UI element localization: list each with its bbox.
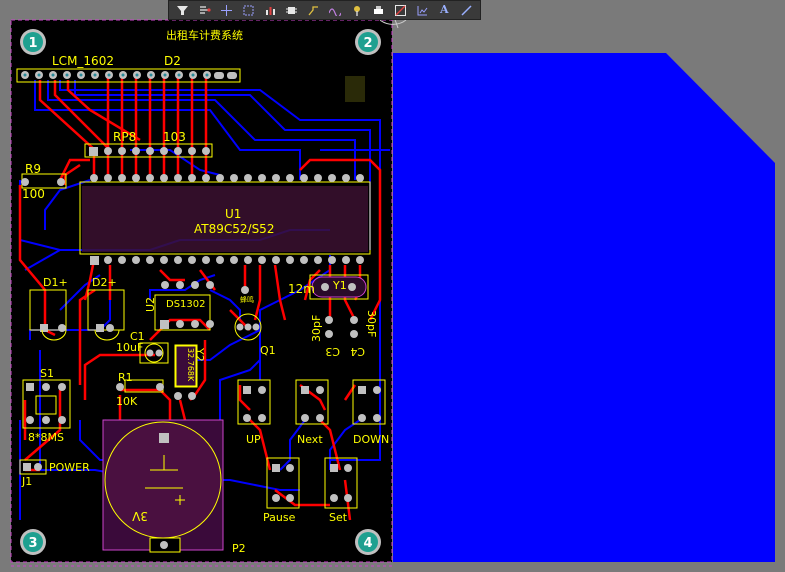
label-r9-value: 100 bbox=[22, 187, 45, 201]
u1-pads[interactable] bbox=[90, 174, 364, 265]
r9-pads[interactable] bbox=[21, 178, 65, 186]
label-d2-top: D2 bbox=[164, 54, 181, 68]
label-set: Set bbox=[329, 511, 348, 524]
label-rp8: RP8 bbox=[113, 130, 136, 144]
y1-crystal[interactable] bbox=[311, 276, 367, 298]
label-r1-value: 10K bbox=[116, 395, 138, 408]
filter-icon[interactable] bbox=[174, 2, 191, 18]
text-icon[interactable]: A bbox=[439, 3, 449, 16]
button-pads[interactable] bbox=[243, 386, 381, 502]
rectangle-select-icon[interactable] bbox=[240, 2, 257, 18]
label-d1: D1+ bbox=[43, 276, 68, 289]
label-buzzer: 蜂鸣 bbox=[240, 295, 254, 304]
board-title: 出租车计费系统 bbox=[166, 28, 243, 42]
corner-mark-1: 1 bbox=[28, 36, 37, 51]
component-icon[interactable] bbox=[370, 2, 387, 18]
label-down: DOWN bbox=[353, 433, 389, 446]
label-battery-value: 3V bbox=[131, 509, 148, 523]
bar-chart-icon[interactable] bbox=[262, 2, 279, 18]
label-j1: J1 bbox=[21, 475, 32, 488]
toolbar: A bbox=[168, 0, 481, 20]
led-outlines bbox=[41, 329, 120, 341]
label-lcm: LCM_1602 bbox=[52, 54, 114, 68]
label-s1-value: 8*8MS bbox=[28, 431, 64, 444]
label-u2: U2 bbox=[144, 297, 157, 312]
j1-pads[interactable] bbox=[23, 463, 42, 471]
label-c1-value: 10uF bbox=[116, 341, 143, 354]
rule-box-icon[interactable] bbox=[392, 2, 409, 18]
label-c1: C1 bbox=[130, 330, 145, 343]
copper-pour-polygon[interactable] bbox=[393, 53, 775, 562]
corner-marks: 1 2 3 4 bbox=[20, 29, 381, 555]
u2-pads[interactable] bbox=[160, 281, 214, 329]
pin-icon[interactable] bbox=[349, 2, 366, 18]
dark-component bbox=[345, 76, 365, 102]
label-next: Next bbox=[297, 433, 323, 446]
label-up: UP bbox=[246, 433, 261, 446]
silkscreen-outlines bbox=[16, 68, 386, 509]
label-q1: Q1 bbox=[260, 344, 276, 357]
label-y2-value: 32.768K bbox=[186, 348, 195, 382]
compass-mark bbox=[379, 19, 407, 25]
label-r1: R1 bbox=[118, 371, 133, 384]
corner-mark-3: 3 bbox=[28, 536, 37, 551]
label-c4-value: 30pF bbox=[365, 310, 378, 337]
label-c3-value: 30pF bbox=[310, 315, 323, 342]
label-y1-value: 12m bbox=[288, 282, 315, 296]
battery-pad-2[interactable] bbox=[160, 541, 168, 549]
q1-transistor[interactable] bbox=[234, 313, 262, 341]
corner-mark-2: 2 bbox=[363, 36, 372, 51]
label-c3: C3 bbox=[325, 345, 340, 358]
label-u2-value: DS1302 bbox=[166, 299, 206, 310]
wave-icon[interactable] bbox=[327, 2, 344, 18]
label-pause: Pause bbox=[263, 511, 296, 524]
label-u1-value: AT89C52/S52 bbox=[194, 222, 274, 236]
label-power: POWER bbox=[49, 461, 90, 474]
label-r9: R9 bbox=[25, 162, 41, 176]
label-c4: C4 bbox=[350, 345, 365, 358]
battery-holder[interactable] bbox=[102, 419, 224, 553]
label-p2: P2 bbox=[232, 542, 246, 555]
label-rp8-value: 103 bbox=[163, 130, 186, 144]
label-d2: D2+ bbox=[92, 276, 117, 289]
y2-crystal[interactable] bbox=[174, 345, 197, 400]
label-u1: U1 bbox=[225, 207, 241, 221]
interactive-route-icon[interactable] bbox=[305, 2, 322, 18]
battery-pad[interactable] bbox=[159, 433, 169, 443]
chart-box-icon[interactable] bbox=[414, 2, 431, 18]
buzzer-pad[interactable] bbox=[241, 286, 249, 294]
crosshair-icon[interactable] bbox=[218, 2, 235, 18]
c3-c4-pads[interactable] bbox=[325, 316, 358, 338]
lcm-header[interactable] bbox=[21, 71, 237, 79]
r1-pads[interactable] bbox=[116, 383, 164, 391]
line-icon[interactable] bbox=[458, 2, 475, 18]
route-icon[interactable] bbox=[196, 2, 213, 18]
label-y2: Y2 bbox=[193, 347, 206, 362]
label-y1: Y1 bbox=[332, 279, 347, 292]
s1-pads[interactable] bbox=[26, 383, 66, 424]
led-pads[interactable] bbox=[40, 324, 114, 332]
c1-capacitor[interactable] bbox=[144, 343, 164, 363]
corner-mark-4: 4 bbox=[363, 536, 372, 551]
label-s1: S1 bbox=[40, 367, 54, 380]
chip-icon[interactable] bbox=[283, 2, 300, 18]
u1-body[interactable] bbox=[82, 186, 368, 252]
rp8-pads[interactable] bbox=[89, 147, 210, 156]
